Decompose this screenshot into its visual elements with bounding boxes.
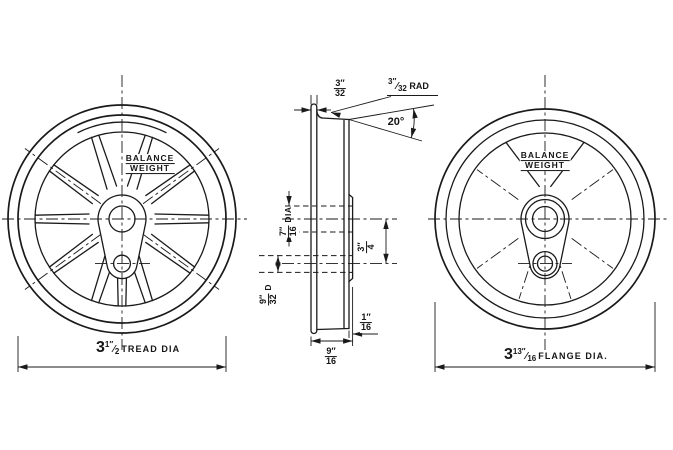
axle-hole-word: DIA bbox=[283, 206, 294, 223]
rim-width-numerator: 9″ bbox=[324, 346, 338, 358]
flange-dia-word: FLANGE DIA. bbox=[538, 351, 608, 361]
flange-radius-word: RAD bbox=[409, 81, 429, 91]
balance-weight-label-front: BALANCE WEIGHT bbox=[124, 153, 176, 174]
balance-weight-line2: WEIGHT bbox=[125, 164, 175, 174]
tread-dia-denominator: 2 bbox=[114, 347, 120, 356]
tread-dia-numerator: 1″ bbox=[104, 340, 114, 349]
balance-weight-label-back: BALANCE WEIGHT bbox=[519, 150, 571, 171]
boss-offset-denominator: 16 bbox=[360, 322, 372, 333]
tread-dia-word: TREAD DIA bbox=[121, 344, 181, 354]
balance-weight-line2: WEIGHT bbox=[520, 161, 570, 171]
crank-throw-denominator: 4 bbox=[366, 244, 377, 250]
crankpin-hole-dimension: 9″ 32 D bbox=[258, 284, 279, 306]
crankpin-hole-fraction: 9″ 32 bbox=[258, 293, 279, 306]
flange-width-dimension: 3″ 32 bbox=[333, 78, 347, 99]
crankpin-hole-word: D bbox=[263, 284, 274, 291]
flange-dia-numerator: 13″ bbox=[512, 347, 526, 356]
boss-offset-numerator: 1″ bbox=[359, 312, 373, 324]
flange-width-denominator: 32 bbox=[334, 88, 346, 99]
crank-throw-dimension: 3″ 4 bbox=[356, 240, 377, 254]
boss-offset-dimension: 1″ 16 bbox=[359, 312, 373, 333]
dimension-arrowheads bbox=[18, 107, 655, 370]
flange-dia-whole: 3 bbox=[504, 346, 513, 363]
fraction-slash: ⁄ bbox=[113, 344, 115, 355]
back-view bbox=[428, 75, 668, 372]
balance-weight-line1: BALANCE bbox=[520, 150, 570, 161]
flange-width-numerator: 3″ bbox=[333, 78, 347, 90]
flange-radius-numerator: 3″ bbox=[388, 77, 397, 86]
flange-radius-denominator: 32 bbox=[397, 84, 407, 93]
flange-dia-denominator: 16 bbox=[527, 354, 537, 363]
fraction-slash: ⁄ bbox=[525, 351, 528, 362]
axle-hole-dimension: 7″ 16 DIA bbox=[278, 206, 299, 238]
fraction-slash: ⁄ bbox=[396, 81, 398, 92]
flange-radius-dimension: 3″⁄32 RAD bbox=[388, 77, 429, 93]
axle-hole-fraction: 7″ 16 bbox=[278, 225, 299, 238]
balance-weight-line1: BALANCE bbox=[125, 153, 175, 164]
flange-angle-dimension: 20° bbox=[387, 116, 405, 129]
front-view bbox=[2, 75, 247, 372]
rim-width-dimension: 9″ 16 bbox=[324, 346, 338, 367]
tread-dia-whole: 3 bbox=[96, 339, 105, 356]
rim-width-denominator: 16 bbox=[325, 356, 337, 367]
